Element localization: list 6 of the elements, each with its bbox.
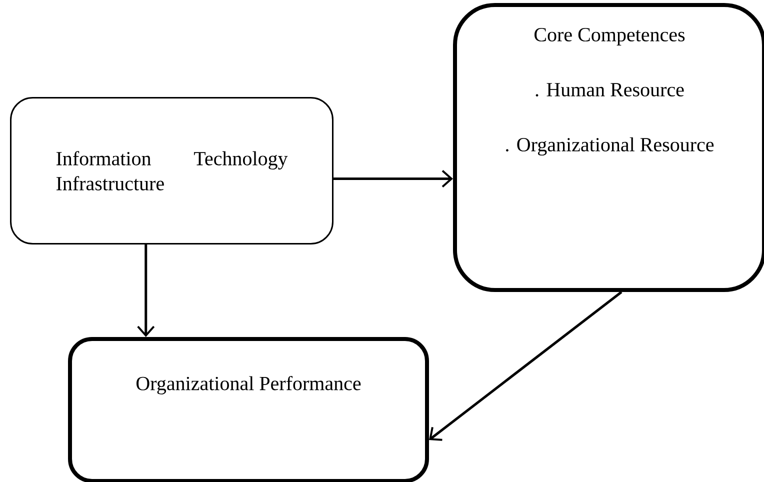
rounded-box: Organizational Performance — [68, 337, 429, 482]
rounded-box: Information Technology Infrastructure — [10, 97, 334, 244]
rounded-box: Core Competences . Human Resource . Organizational Resource — [453, 3, 764, 292]
arrow — [334, 170, 453, 188]
arrow — [429, 291, 622, 441]
arrow — [137, 244, 155, 337]
